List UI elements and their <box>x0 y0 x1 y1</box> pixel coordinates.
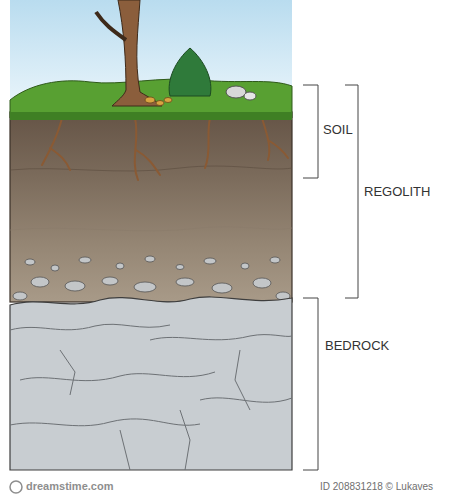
layer-label: SOIL <box>323 123 353 136</box>
rock-cracks <box>10 324 292 470</box>
image-credit: ID 208831218 © Lukaves <box>320 482 433 492</box>
footer-bar <box>0 476 474 499</box>
stones <box>13 256 290 300</box>
logo-icon <box>10 481 22 493</box>
layer-label: BEDROCK <box>325 339 389 352</box>
soil-layer <box>10 112 292 302</box>
bush <box>169 48 211 96</box>
tree-trunk <box>112 0 162 106</box>
bracket-lines <box>303 85 358 470</box>
rock <box>226 86 246 98</box>
mushrooms <box>145 97 172 106</box>
roots <box>42 118 288 180</box>
layer-label: REGOLITH <box>364 185 430 198</box>
bedrock-layer <box>10 297 292 470</box>
watermark: dreamstime.com <box>26 481 113 492</box>
